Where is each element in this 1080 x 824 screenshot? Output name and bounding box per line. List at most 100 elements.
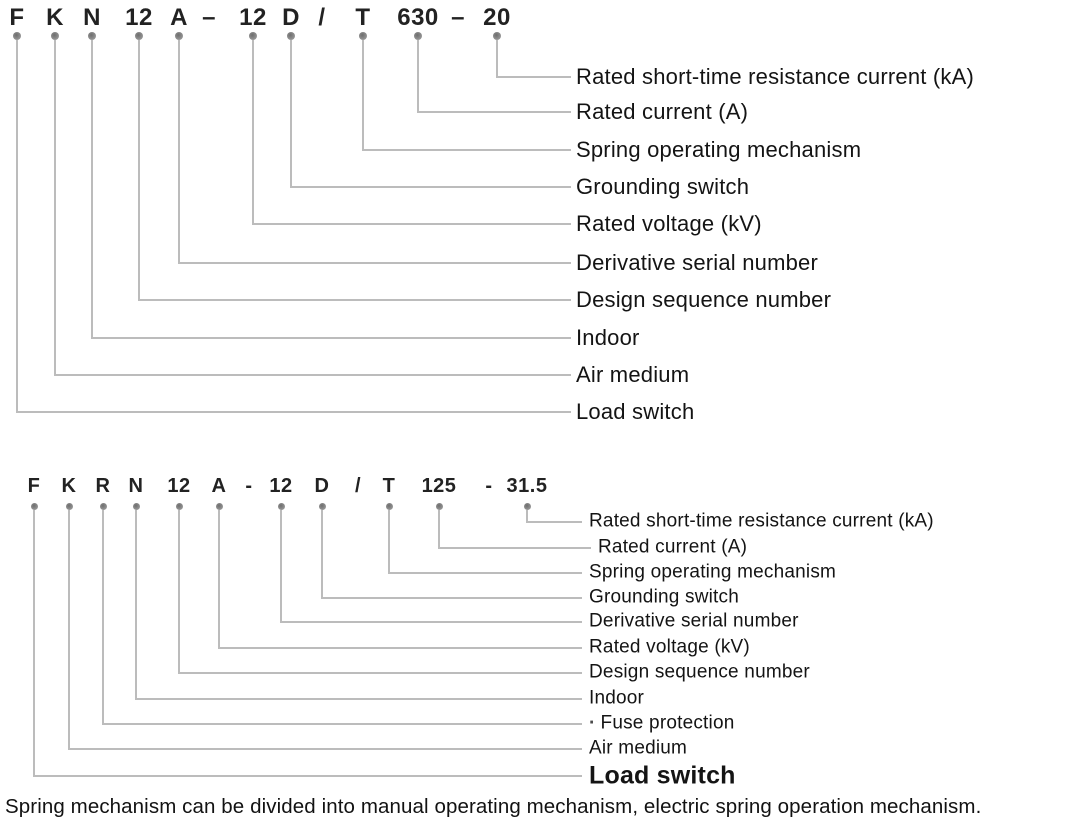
connector-line-vertical bbox=[526, 509, 528, 523]
label-text: Derivative serial number bbox=[576, 249, 818, 275]
label-spring-operating-mechanism: Spring operating mechanism bbox=[589, 561, 837, 584]
label-indoor: Indoor bbox=[576, 324, 640, 350]
label-grounding-switch: Grounding switch bbox=[576, 173, 750, 199]
label-text: Rated short-time resistance current (kA) bbox=[576, 63, 975, 89]
connector-dot bbox=[51, 32, 59, 40]
connector-line-horizontal bbox=[253, 223, 571, 225]
label-rated-current-a: Rated current (A) bbox=[598, 536, 748, 559]
label-text: Indoor bbox=[589, 687, 645, 709]
code-separator: - bbox=[485, 475, 493, 497]
label-design-sequence-number: Design sequence number bbox=[576, 287, 831, 312]
connector-line-vertical bbox=[280, 509, 282, 623]
label-fuse-protection: ·Fuse protection bbox=[589, 712, 735, 735]
connector-dot bbox=[385, 502, 393, 510]
connector-line-vertical bbox=[68, 509, 70, 750]
connector-line-vertical bbox=[362, 40, 364, 151]
label-rated-voltage-kv: Rated voltage (kV) bbox=[576, 210, 762, 236]
connector-dot bbox=[277, 502, 285, 510]
connector-dot bbox=[99, 502, 107, 510]
code-token-125: 125 bbox=[421, 475, 457, 497]
connector-dot bbox=[30, 502, 38, 510]
connector-line-vertical bbox=[290, 40, 292, 188]
label-text: Fuse protection bbox=[600, 712, 735, 734]
connector-line-horizontal bbox=[527, 521, 582, 523]
connector-line-vertical bbox=[252, 40, 254, 225]
label-derivative-serial-number: Derivative serial number bbox=[576, 249, 818, 275]
code-token-n: N bbox=[83, 4, 101, 31]
label-air-medium: Air medium bbox=[576, 361, 690, 387]
label-text: Indoor bbox=[576, 324, 640, 350]
connector-dot bbox=[88, 32, 96, 40]
label-text: Grounding switch bbox=[589, 586, 739, 608]
label-text: Rated voltage (kV) bbox=[589, 636, 750, 658]
label-text: Air medium bbox=[589, 737, 688, 759]
connector-line-vertical bbox=[388, 509, 390, 574]
label-text: Rated voltage (kV) bbox=[576, 210, 762, 236]
connector-line-horizontal bbox=[55, 374, 571, 376]
code-token-a: A bbox=[211, 475, 227, 497]
connector-line-vertical bbox=[54, 40, 56, 376]
code-token-d: D bbox=[282, 4, 300, 31]
code-token-630: 630 bbox=[397, 4, 439, 31]
label-rated-short-time-resistance-current-ka: Rated short-time resistance current (kA) bbox=[589, 510, 934, 533]
code-separator: – bbox=[202, 4, 216, 31]
connector-line-horizontal bbox=[219, 647, 582, 649]
connector-dot bbox=[13, 32, 21, 40]
connector-dot bbox=[249, 32, 257, 40]
label-text: Load switch bbox=[576, 398, 695, 424]
label-text: Grounding switch bbox=[576, 173, 750, 199]
connector-line-horizontal bbox=[136, 698, 582, 700]
connector-line-vertical bbox=[178, 40, 180, 264]
connector-line-horizontal bbox=[281, 621, 582, 623]
connector-dot bbox=[493, 32, 501, 40]
connector-line-vertical bbox=[438, 509, 440, 549]
label-text: Air medium bbox=[576, 361, 690, 387]
connector-line-horizontal bbox=[418, 111, 571, 113]
code-token-d: D bbox=[314, 475, 330, 497]
connector-dot bbox=[359, 32, 367, 40]
connector-dot bbox=[414, 32, 422, 40]
label-grounding-switch: Grounding switch bbox=[589, 586, 739, 609]
label-text: Load switch bbox=[589, 761, 736, 790]
code-token-12: 12 bbox=[125, 4, 153, 31]
connector-line-horizontal bbox=[291, 186, 571, 188]
label-text: Rated short-time resistance current (kA) bbox=[589, 510, 934, 532]
label-text: Rated current (A) bbox=[576, 98, 749, 124]
connector-line-horizontal bbox=[69, 748, 582, 750]
label-text: Spring operating mechanism bbox=[576, 136, 862, 162]
code-separator: - bbox=[245, 475, 253, 497]
connector-line-horizontal bbox=[103, 723, 582, 725]
connector-line-horizontal bbox=[179, 262, 571, 264]
spring-mechanism-footnote: Spring mechanism can be divided into man… bbox=[5, 794, 982, 818]
connector-line-horizontal bbox=[497, 76, 571, 78]
connector-line-horizontal bbox=[322, 597, 582, 599]
connector-line-vertical bbox=[496, 40, 498, 78]
code-token-12: 12 bbox=[239, 4, 267, 31]
code-token-r: R bbox=[95, 475, 111, 497]
code-separator: / bbox=[354, 475, 362, 497]
connector-line-vertical bbox=[16, 40, 18, 413]
connector-line-horizontal bbox=[363, 149, 571, 151]
connector-dot bbox=[175, 502, 183, 510]
label-text: Rated current (A) bbox=[598, 536, 748, 558]
code-token-20: 20 bbox=[483, 4, 511, 31]
code-token-f: F bbox=[9, 4, 25, 31]
code-token-12: 12 bbox=[269, 475, 293, 497]
label-text: Spring operating mechanism bbox=[589, 561, 837, 583]
label-design-sequence-number: Design sequence number bbox=[589, 662, 810, 684]
code-token-a: A bbox=[170, 4, 188, 31]
connector-dot bbox=[318, 502, 326, 510]
code-token-t: T bbox=[355, 4, 371, 31]
connector-dot bbox=[435, 502, 443, 510]
code-token-31-5: 31.5 bbox=[506, 475, 548, 497]
code-token-f: F bbox=[27, 475, 41, 497]
connector-line-vertical bbox=[102, 509, 104, 725]
code-token-k: K bbox=[61, 475, 77, 497]
connector-line-vertical bbox=[135, 509, 137, 700]
connector-line-horizontal bbox=[92, 337, 571, 339]
label-load-switch: Load switch bbox=[576, 398, 695, 424]
connector-line-vertical bbox=[138, 40, 140, 301]
connector-dot bbox=[132, 502, 140, 510]
